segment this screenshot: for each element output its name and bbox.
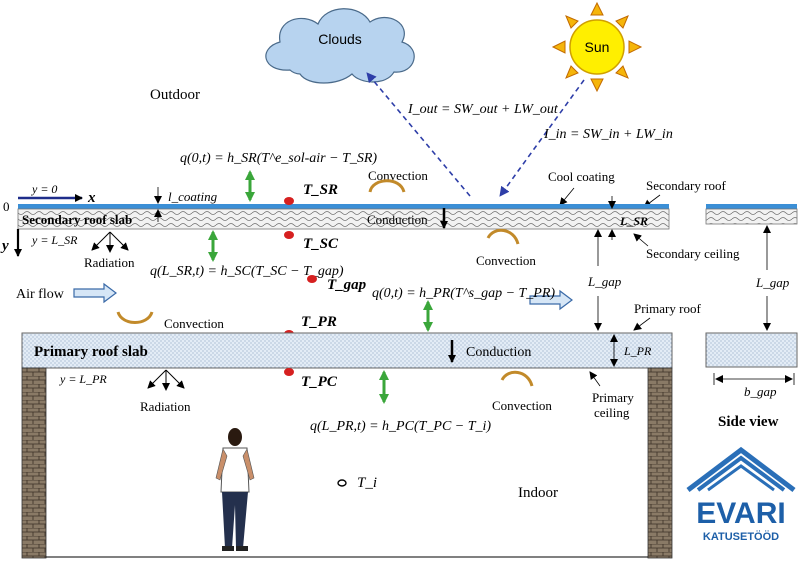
q-sc-equation: q(L_SR,t) = h_SC(T_SC − T_gap) <box>150 264 344 279</box>
primary-ceiling-label-2: ceiling <box>594 405 630 420</box>
side-b-gap-label: b_gap <box>744 384 777 399</box>
convection-label-indoor: Convection <box>492 398 552 413</box>
sun-label: Sun <box>585 39 610 55</box>
side-view-coating <box>706 204 797 209</box>
cool-coating-label: Cool coating <box>548 169 615 184</box>
convection-swirl-icon-top <box>368 179 406 193</box>
conduction-label-secondary: Conduction <box>367 212 428 227</box>
t-sc-label: T_SC <box>303 236 339 252</box>
secondary-roof-label: Secondary roof <box>646 178 726 193</box>
primary-roof-pointer <box>633 317 651 331</box>
origin-zero: 0 <box>3 199 10 214</box>
t-pc-point <box>284 368 294 376</box>
y-zero-label: y = 0 <box>31 182 57 196</box>
primary-roof-slab <box>21 332 673 369</box>
l-gap-label: L_gap <box>587 274 622 289</box>
logo-name: EVARI <box>696 497 785 530</box>
air-flow-arrow-icon-right <box>529 289 573 311</box>
side-view-primary-slab <box>705 332 798 368</box>
x-axis-label: x <box>87 190 96 206</box>
l-pr-label: L_PR <box>623 344 652 358</box>
t-pc-label: T_PC <box>301 374 338 390</box>
q-pc-equation: q(L_PR,t) = h_PC(T_PC − T_i) <box>310 419 491 434</box>
air-flow-arrow-icon <box>73 282 117 304</box>
cool-coating-layer <box>18 204 669 209</box>
side-view-label: Side view <box>718 414 779 430</box>
primary-slab-label: Primary roof slab <box>34 344 148 360</box>
q-pr-equation: q(0,t) = h_PR(T^s_gap − T_PR) <box>372 286 555 301</box>
y-lpr-label: y = L_PR <box>59 372 107 386</box>
person-figure <box>215 428 255 551</box>
outdoor-label: Outdoor <box>150 87 200 103</box>
primary-ceiling-label-1: Primary <box>592 390 634 405</box>
incoming-radiation-arrow <box>499 79 585 197</box>
conduction-label-primary: Conduction <box>466 345 531 360</box>
q-top-equation: q(0,t) = h_SR(T^e_sol-air − T_SR) <box>180 151 377 166</box>
convection-swirl-icon-mid <box>486 228 520 245</box>
l-coating-label: l_coating <box>168 189 218 204</box>
l-sr-label: L_SR <box>619 214 648 228</box>
t-sc-point <box>284 231 294 239</box>
radiation-label-secondary: Radiation <box>84 255 135 270</box>
convection-label-top: Convection <box>368 168 428 183</box>
secondary-ceiling-label: Secondary ceiling <box>646 246 740 261</box>
secondary-roof-slab <box>17 208 670 230</box>
secondary-ceiling-pointer <box>633 233 649 247</box>
side-view-secondary-slab <box>705 208 798 225</box>
t-i-point <box>337 479 347 487</box>
clouds-label: Clouds <box>318 31 362 47</box>
right-wall <box>647 367 673 559</box>
t-sr-label: T_SR <box>303 182 338 198</box>
convection-swirl-icon-left <box>116 311 154 324</box>
convection-label-mid: Convection <box>476 253 536 268</box>
left-wall <box>21 367 47 559</box>
t-gap-label: T_gap <box>327 277 367 293</box>
primary-roof-label: Primary roof <box>634 301 701 316</box>
convection-label-left: Convection <box>164 316 224 331</box>
side-l-gap-label: L_gap <box>755 275 790 290</box>
sun-icon <box>551 1 643 93</box>
radiation-arrows-secondary <box>91 231 129 253</box>
logo-tagline: KATUSETÖÖD <box>703 530 779 543</box>
air-flow-label: Air flow <box>16 287 65 302</box>
cool-coating-pointer <box>559 187 575 206</box>
t-gap-point <box>307 275 317 283</box>
cloud-icon <box>265 8 415 84</box>
convection-swirl-icon-indoor <box>500 370 534 387</box>
i-out-equation: I_out = SW_out + LW_out <box>407 102 559 117</box>
y-axis-label: y <box>0 238 9 254</box>
i-in-equation: I_in = SW_in + LW_in <box>543 127 673 142</box>
t-pr-label: T_PR <box>301 314 337 330</box>
radiation-arrows-primary <box>147 369 185 391</box>
secondary-slab-label: Secondary roof slab <box>22 212 132 227</box>
radiation-label-primary: Radiation <box>140 399 191 414</box>
y-lsr-label: y = L_SR <box>31 233 78 247</box>
evari-logo: EVARI KATUSETÖÖD <box>676 444 798 558</box>
t-sr-point <box>284 197 294 205</box>
t-i-label: T_i <box>357 475 377 491</box>
primary-ceiling-pointer <box>589 371 601 387</box>
indoor-label: Indoor <box>518 485 558 501</box>
